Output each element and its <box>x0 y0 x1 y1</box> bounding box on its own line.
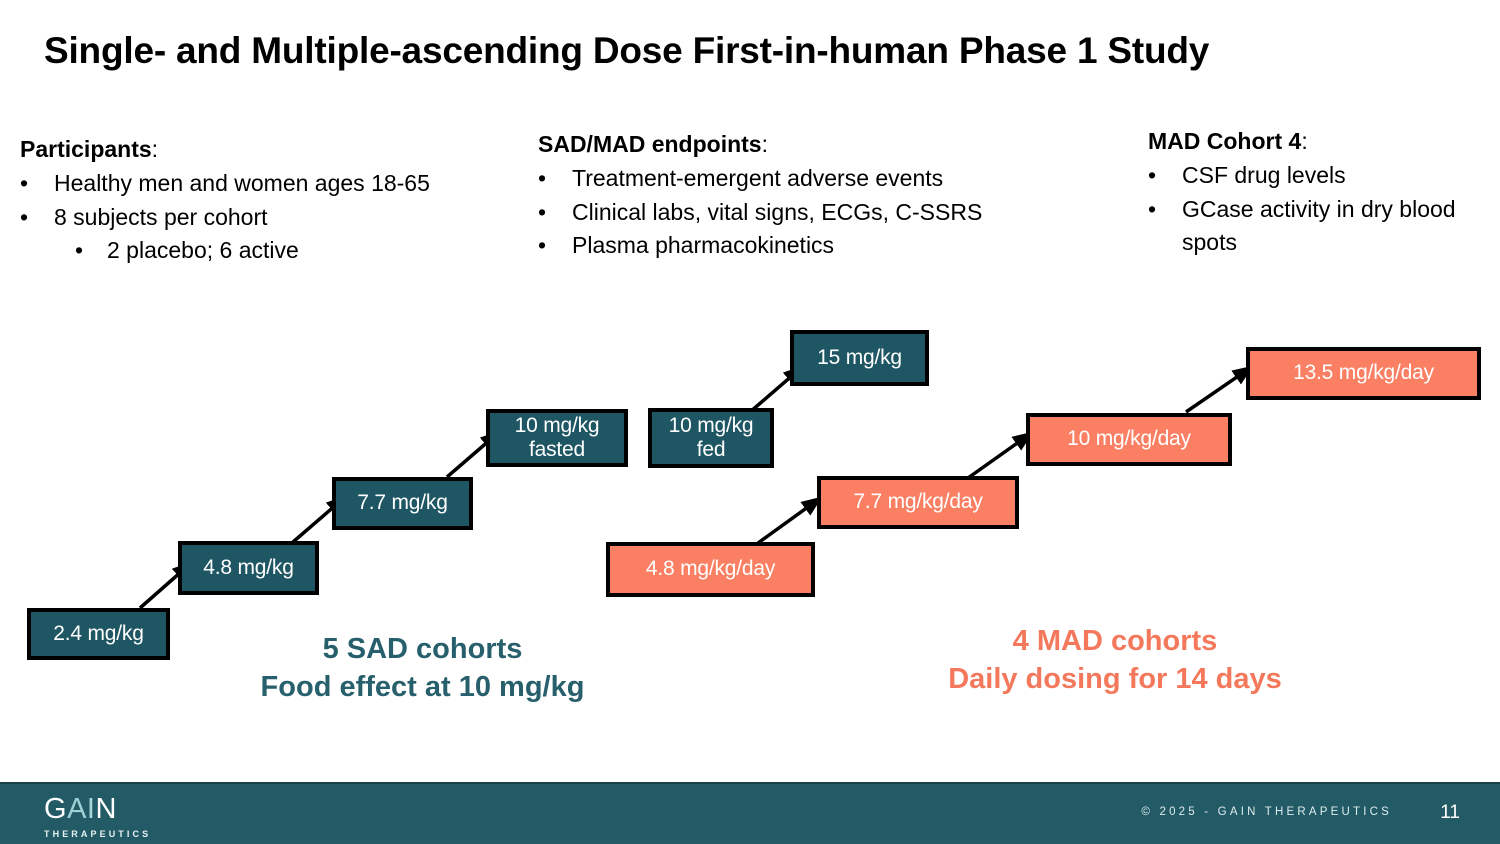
dose-box-sad-10-fed[interactable]: 10 mg/kg fed <box>648 408 774 468</box>
dose-box-label: 7.7 mg/kg/day <box>853 490 983 514</box>
list-item: • 8 subjects per cohort <box>20 201 540 235</box>
dose-box-label: 10 mg/kg fed <box>669 414 754 463</box>
dose-box-label: 2.4 mg/kg <box>53 621 144 645</box>
dose-box-mad-13-5[interactable]: 13.5 mg/kg/day <box>1246 347 1481 400</box>
list-item: • Clinical labs, vital signs, ECGs, C-SS… <box>538 196 1078 230</box>
bullet-marker: • <box>1148 195 1157 222</box>
participants-heading-text: Participants <box>20 136 152 162</box>
list-item-label: Healthy men and women ages 18-65 <box>54 170 430 196</box>
sad-caption-line1: 5 SAD cohorts <box>322 633 523 665</box>
list-item: • Plasma pharmacokinetics <box>538 229 1078 263</box>
arrow-layer <box>138 365 1254 610</box>
list-item: • CSF drug levels <box>1148 159 1498 193</box>
arrow-mad-3 <box>1185 365 1254 414</box>
participants-column: Participants: • Healthy men and women ag… <box>20 136 540 268</box>
bullet-marker: • <box>538 165 547 191</box>
bullet-marker: • <box>20 203 29 230</box>
endpoints-column: SAD/MAD endpoints: • Treatment-emergent … <box>538 131 1078 263</box>
list-item-label: GCase activity in dry blood spots <box>1182 195 1456 256</box>
list-item: • Treatment-emergent adverse events <box>538 162 1078 196</box>
list-item-label: 2 placebo; 6 active <box>107 237 299 264</box>
bullet-marker: • <box>75 237 84 264</box>
arrow-mad-2 <box>966 431 1034 480</box>
participants-heading-colon: : <box>151 136 159 162</box>
mad-cohort4-column: MAD Cohort 4: • CSF drug levels • GCase … <box>1148 128 1498 260</box>
list-item: • GCase activity in dry blood spots <box>1148 193 1498 260</box>
endpoints-heading-colon: : <box>761 131 768 157</box>
sad-caption-line2: Food effect at 10 mg/kg <box>260 671 585 704</box>
dose-box-sad-7-7[interactable]: 7.7 mg/kg <box>332 477 473 530</box>
logo-letter-n: N <box>95 793 117 825</box>
dose-box-sad-2-4[interactable]: 2.4 mg/kg <box>27 608 170 660</box>
mad-cohort4-heading: MAD Cohort 4: <box>1148 128 1498 155</box>
mad-caption-line2: Daily dosing for 14 days <box>948 663 1282 696</box>
dose-box-label: 7.7 mg/kg <box>357 491 448 515</box>
bullet-marker: • <box>538 232 547 259</box>
page-number: 11 <box>1440 802 1460 823</box>
dose-box-line1: 10 mg/kg <box>514 413 600 437</box>
bullet-marker: • <box>1148 162 1157 188</box>
dose-box-sad-15[interactable]: 15 mg/kg <box>790 330 929 386</box>
endpoints-heading-text: SAD/MAD endpoints <box>538 131 762 157</box>
dose-box-label: 10 mg/kg fasted <box>515 414 600 463</box>
logo-letter-g: G <box>44 793 68 825</box>
dose-box-line2: fasted <box>528 438 585 461</box>
dose-box-label: 4.8 mg/kg <box>203 555 294 579</box>
gain-logo-subtitle: THERAPEUTICS <box>44 829 152 839</box>
dose-box-label: 13.5 mg/kg/day <box>1293 361 1434 385</box>
dose-box-mad-7-7[interactable]: 7.7 mg/kg/day <box>817 476 1019 529</box>
list-item: • Healthy men and women ages 18-65 <box>20 167 540 201</box>
participants-heading: Participants: <box>20 136 540 163</box>
dose-box-label: 4.8 mg/kg/day <box>645 557 776 581</box>
dose-box-label: 10 mg/kg/day <box>1067 427 1191 451</box>
dose-box-sad-10-fasted[interactable]: 10 mg/kg fasted <box>486 409 628 467</box>
list-item-label: CSF drug levels <box>1182 162 1346 188</box>
bullet-marker: • <box>20 170 29 196</box>
mad-cohort4-heading-text: MAD Cohort 4 <box>1148 128 1302 154</box>
list-item-label: Treatment-emergent adverse events <box>572 165 944 191</box>
mad-caption: 4 MAD cohorts Daily dosing for 14 days <box>930 622 1300 699</box>
dose-box-line1: 10 mg/kg <box>668 413 754 437</box>
list-item-label: 8 subjects per cohort <box>54 203 268 230</box>
arrow-mad-1 <box>756 496 823 545</box>
sad-caption: 5 SAD cohorts Food effect at 10 mg/kg <box>240 630 605 707</box>
endpoints-heading: SAD/MAD endpoints: <box>538 131 1078 158</box>
mad-cohort4-heading-colon: : <box>1301 128 1308 154</box>
dose-box-label: 15 mg/kg <box>817 345 902 369</box>
copyright-text: © 2025 - GAIN THERAPEUTICS <box>1141 806 1392 818</box>
logo-letter-a: A <box>67 793 87 825</box>
dose-box-line2: fed <box>696 438 726 461</box>
mad-caption-line1: 4 MAD cohorts <box>1012 625 1218 657</box>
list-item-label: Plasma pharmacokinetics <box>572 232 835 259</box>
bullet-marker: • <box>538 198 547 225</box>
logo-letter-i: I <box>86 793 96 825</box>
dose-escalation-diagram: 2.4 mg/kg 4.8 mg/kg 7.7 mg/kg 10 mg/kg f… <box>0 300 1500 720</box>
dose-box-sad-4-8[interactable]: 4.8 mg/kg <box>178 541 319 595</box>
page-title: Single- and Multiple-ascending Dose Firs… <box>44 30 1210 71</box>
dose-box-mad-4-8[interactable]: 4.8 mg/kg/day <box>606 542 815 597</box>
list-item-label: Clinical labs, vital signs, ECGs, C-SSRS <box>572 198 983 225</box>
list-item: • 2 placebo; 6 active <box>20 234 540 268</box>
dose-box-mad-10[interactable]: 10 mg/kg/day <box>1026 413 1232 466</box>
